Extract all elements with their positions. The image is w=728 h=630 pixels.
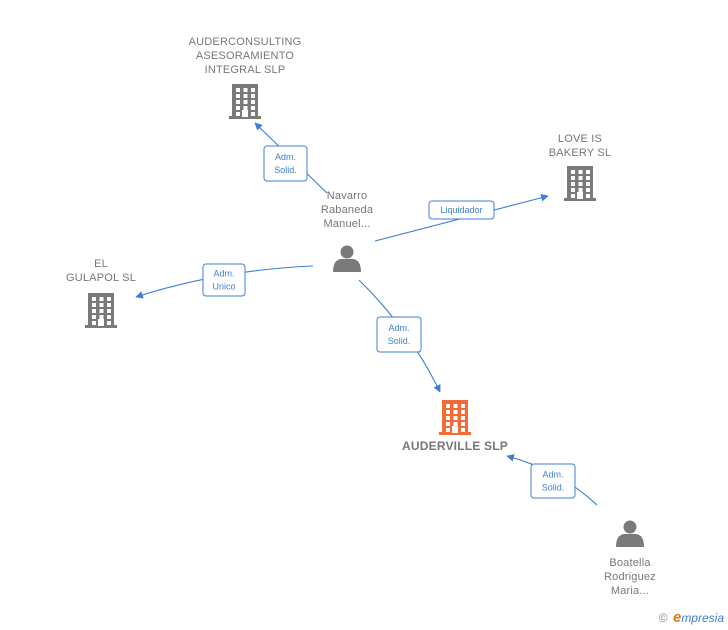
node-label: Boatella xyxy=(609,557,651,569)
edge-navarro-to-loveis[interactable]: Liquidador xyxy=(374,194,549,242)
node-label: LOVE IS xyxy=(558,133,602,145)
node-label: Maria... xyxy=(611,585,649,597)
edge-boatella-to-auderville[interactable]: Adm. Solid. xyxy=(506,454,598,506)
edge-label-box xyxy=(530,463,576,499)
building-icon[interactable] xyxy=(85,293,117,328)
node-label: INTEGRAL SLP xyxy=(205,64,286,76)
edge-label-box xyxy=(376,316,422,353)
node-auderconsulting[interactable]: AUDERCONSULTING ASESORAMIENTO INTEGRAL SLP xyxy=(189,36,302,119)
edge-role-label: Solid. xyxy=(274,165,297,175)
edge-role-label: Solid. xyxy=(542,483,565,493)
node-label: BAKERY SL xyxy=(549,147,612,159)
node-label: Navarro xyxy=(327,190,368,202)
edge-role-label: Adm. xyxy=(213,269,234,279)
person-icon[interactable] xyxy=(616,520,644,548)
node-label: EL xyxy=(94,258,108,270)
edge-role-label: Solid. xyxy=(388,336,411,346)
building-icon[interactable] xyxy=(439,400,471,435)
node-label: Rabaneda xyxy=(321,204,374,216)
edge-navarro-to-auderville[interactable]: Adm. Solid. xyxy=(358,279,441,393)
edge-role-label: Adm. xyxy=(542,470,563,480)
building-icon[interactable] xyxy=(564,166,596,201)
edge-role-label: Unico xyxy=(212,282,235,292)
edge-role-label: Adm. xyxy=(388,323,409,333)
brand-name: mpresia xyxy=(681,611,724,625)
node-auderville[interactable]: AUDERVILLE SLP xyxy=(402,400,508,453)
brand-logo-e: e xyxy=(672,609,682,626)
node-elgulapol[interactable]: EL GULAPOL SL xyxy=(66,258,136,328)
building-icon[interactable] xyxy=(229,84,261,119)
node-label: GULAPOL SL xyxy=(66,272,136,284)
node-label: AUDERVILLE SLP xyxy=(402,439,508,453)
edge-label-box xyxy=(202,263,246,297)
node-label: ASESORAMIENTO xyxy=(196,50,295,62)
node-navarro[interactable]: NavarroRabanedaManuel... xyxy=(321,190,374,272)
edge-navarro-to-auderconsulting[interactable]: Adm. Solid. xyxy=(254,122,328,194)
edge-role-label: Adm. xyxy=(275,152,296,162)
edge-label-box xyxy=(263,145,308,182)
node-label: AUDERCONSULTING xyxy=(189,36,302,48)
edge-label-box xyxy=(428,200,495,220)
node-boatella[interactable]: BoatellaRodriguezMaria... xyxy=(604,520,656,598)
node-label: Rodriguez xyxy=(604,571,656,583)
edge-navarro-to-elgulapol[interactable]: Adm. Unico xyxy=(135,263,314,299)
person-icon[interactable] xyxy=(333,245,361,273)
edge-role-label: Liquidador xyxy=(440,205,482,215)
node-loveis[interactable]: LOVE IS BAKERY SL xyxy=(549,133,612,201)
footer-brand: © empresia xyxy=(659,609,724,626)
copyright-symbol: © xyxy=(658,611,668,625)
node-label: Manuel... xyxy=(323,218,370,230)
